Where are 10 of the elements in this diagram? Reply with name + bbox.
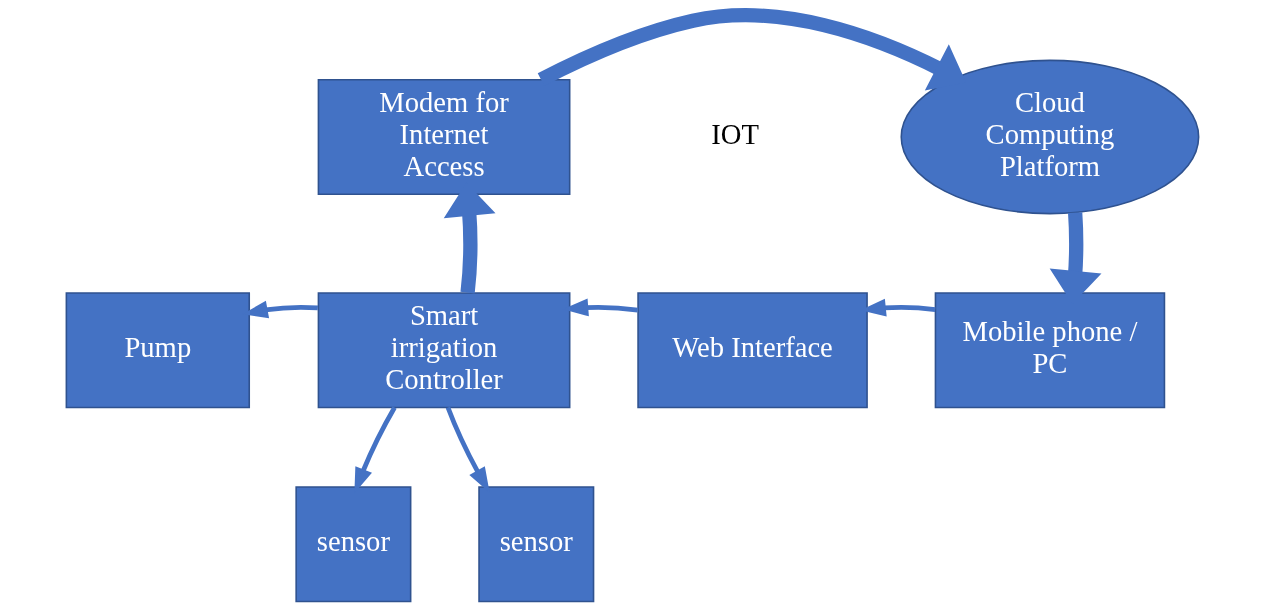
label: IOT [710, 117, 759, 150]
node-box: Mobile phone / PC [934, 292, 1165, 409]
node-box: Pump [65, 292, 250, 409]
node-box: Modem for Internet Access [317, 78, 570, 196]
node-box: Smart irrigation Controller [317, 292, 570, 409]
arrow [537, 8, 966, 91]
node-box: sensor [294, 486, 411, 603]
node-ellipse: Cloud Computing Platform [899, 59, 1199, 215]
node-box: sensor [477, 486, 594, 603]
node-box: Web Interface [636, 292, 868, 409]
